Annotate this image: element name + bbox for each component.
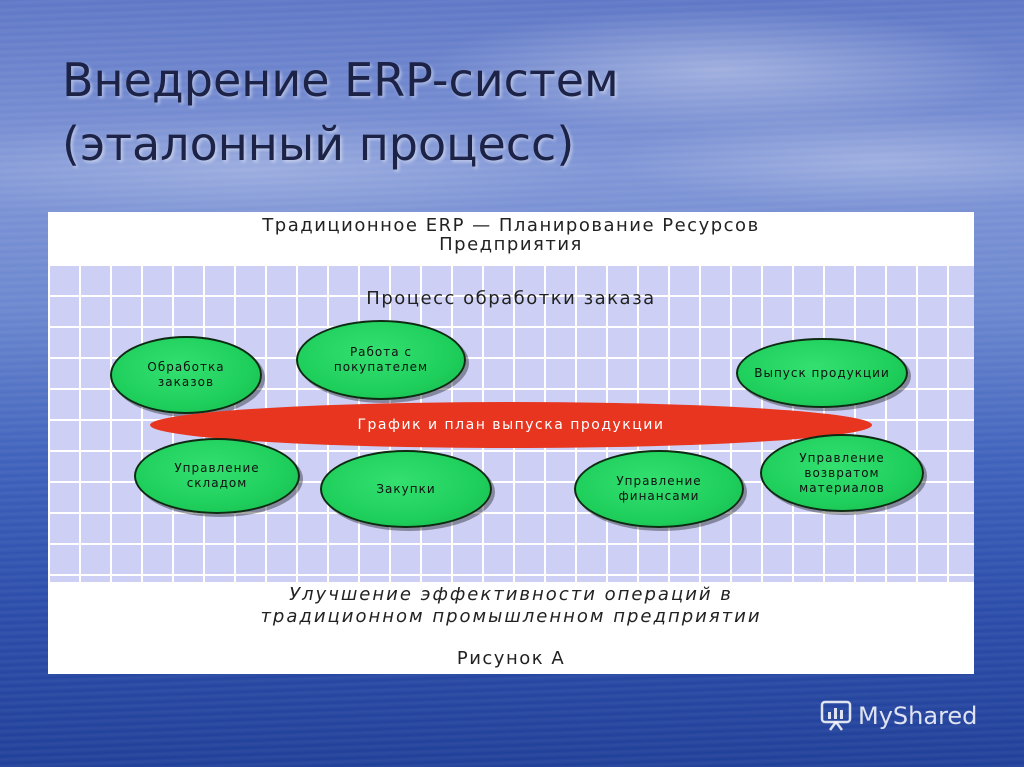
watermark-text: MyShared — [858, 702, 978, 730]
diagram-heading: Традиционное ERP — Планирование Ресурсов… — [48, 216, 974, 254]
slide-title-line-2: (эталонный процесс) — [62, 117, 575, 171]
node-production-output-label: Выпуск продукции — [754, 365, 890, 380]
node-finance-management: Управление финансами — [574, 450, 744, 528]
node-purchasing: Закупки — [320, 450, 492, 528]
node-warehouse-management: Управление складом — [134, 438, 300, 514]
process-title: Процесс обработки заказа — [366, 288, 656, 309]
erp-diagram: Традиционное ERP — Планирование Ресурсов… — [48, 212, 974, 674]
node-materials-return-label: Управление возвратом материалов — [799, 450, 885, 495]
slide-title: Внедрение ERP-систем (эталонный процесс) — [62, 48, 619, 176]
node-materials-return: Управление возвратом материалов — [760, 434, 924, 512]
diagram-heading-line-2: Предприятия — [439, 234, 583, 255]
node-customer-work: Работа с покупателем — [296, 320, 466, 400]
node-purchasing-label: Закупки — [376, 481, 436, 496]
node-order-processing-label: Обработка заказов — [147, 360, 225, 389]
node-warehouse-management-label: Управление складом — [174, 461, 260, 490]
myshared-logo-icon — [820, 700, 852, 731]
node-finance-management-label: Управление финансами — [616, 474, 702, 503]
caption-line-1: Улучшение эффективности операций в — [289, 584, 733, 605]
node-production-output: Выпуск продукции — [736, 338, 908, 408]
watermark: MyShared — [820, 700, 977, 732]
diagram-heading-line-1: Традиционное ERP — Планирование Ресурсов — [262, 215, 760, 236]
slide-title-line-1: Внедрение ERP-систем — [62, 53, 619, 107]
node-order-processing: Обработка заказов — [110, 336, 262, 414]
node-customer-work-label: Работа с покупателем — [333, 345, 429, 374]
figure-label: Рисунок А — [456, 648, 566, 669]
caption-line-2: традиционном промышленном предприятии — [260, 606, 762, 627]
center-bar: График и план выпуска продукции — [150, 402, 872, 448]
